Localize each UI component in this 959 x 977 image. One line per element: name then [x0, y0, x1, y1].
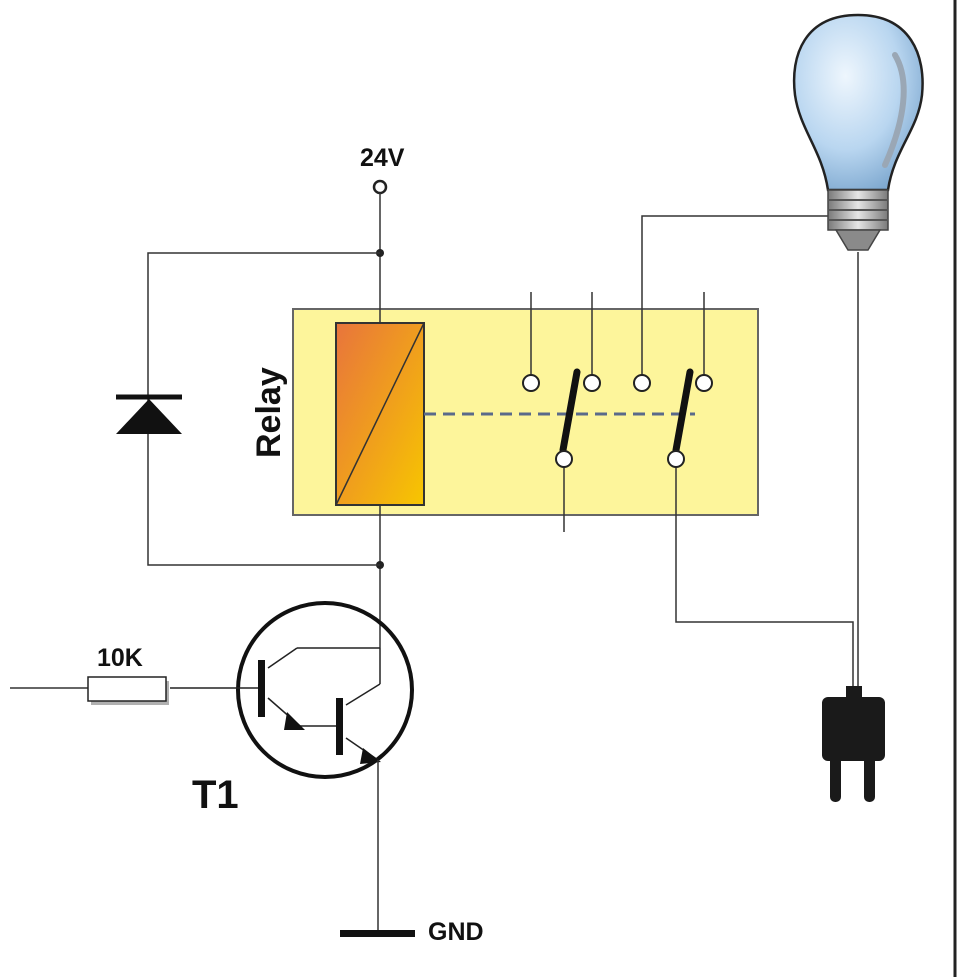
transistor-label: T1 — [192, 773, 239, 817]
contact-terminals — [522, 374, 713, 468]
supply-terminal — [372, 179, 388, 195]
transistor-base-2 — [336, 698, 343, 755]
darlington-pair — [170, 647, 381, 761]
power-plug — [822, 686, 885, 802]
ground-bar — [340, 930, 415, 937]
switch-arm-2 — [672, 368, 694, 454]
relay-label: Relay — [250, 367, 288, 458]
emitter-arrow-2 — [360, 748, 381, 764]
resistor-label: 10K — [97, 644, 143, 672]
resistor-10k — [87, 676, 167, 702]
emitter-arrow-1 — [284, 712, 305, 730]
supply-label: 24V — [360, 144, 405, 172]
flyback-diode — [116, 394, 182, 434]
coil-diagonal — [335, 322, 425, 506]
switch-arm-1 — [559, 368, 581, 454]
ground-label: GND — [428, 918, 484, 946]
transistor-body — [236, 601, 414, 779]
transistor-base-1 — [258, 660, 265, 717]
light-bulb — [792, 13, 924, 251]
relay-contact-wires — [530, 215, 859, 690]
